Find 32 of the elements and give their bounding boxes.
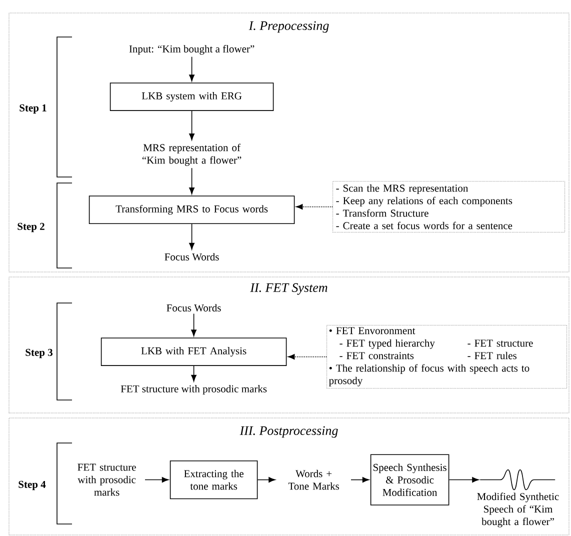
flow-text: Focus Words: [166, 304, 221, 312]
flow-text: Focus Words: [164, 253, 219, 260]
arrow: [144, 477, 169, 482]
arrow: [189, 110, 195, 140]
process-box: LKB system with ERG: [110, 82, 274, 111]
arrow: [296, 204, 333, 210]
flow-text: MRS representation of “Kim bought a flower”: [142, 144, 242, 166]
flow-text: FET structure with prosodic marks: [120, 385, 267, 395]
arrow: [189, 56, 195, 82]
waveform-symbol: [480, 469, 556, 490]
process-box: LKB with FET Analysis: [100, 338, 287, 366]
arrow: [189, 168, 195, 194]
step-label: Step 2: [18, 222, 44, 232]
process-box: Extracting the tone marks: [170, 460, 258, 500]
flow-text: FET structure with prosodic marks: [78, 464, 136, 496]
arrow: [191, 313, 197, 336]
step-label: Step 1: [20, 104, 46, 114]
notes-box: - Scan the MRS representation - Keep any relations of each components - Transform Structure - Create a set focus words for a sentence: [332, 181, 565, 232]
arrow: [448, 477, 479, 482]
step-label: Step 4: [18, 480, 46, 490]
arrow: [257, 477, 276, 482]
arrow: [288, 354, 327, 360]
output-caption: Modified Synthetic Speech of “Kim bought a flower”: [477, 492, 559, 528]
arrow: [191, 366, 197, 382]
step-label: Step 3: [26, 348, 52, 358]
arrow: [350, 477, 370, 482]
process-box: Transforming MRS to Focus words: [88, 196, 295, 224]
arrow: [189, 224, 195, 250]
notes-box: • FET Envoronment - FET typed hierarchy - FET structure - FET constraints - FET rules • The relationship of focus with speech acts to prosody: [326, 325, 567, 389]
process-box: Speech Synthesis & Prosodic Modification: [370, 454, 450, 506]
flow-text: Input: “Kim bought a flower”: [129, 44, 254, 55]
flow-text: Words + Tone Marks: [288, 470, 339, 490]
